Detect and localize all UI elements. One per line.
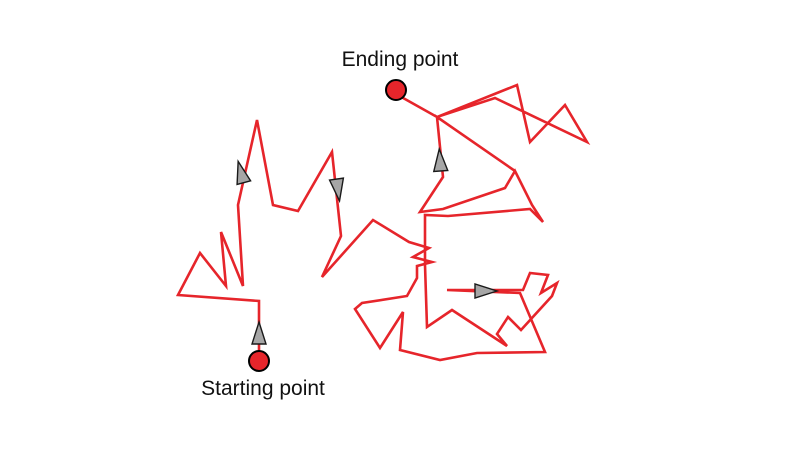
- walk-path-line: [175, 83, 591, 362]
- direction-arrow: [328, 177, 345, 204]
- direction-arrow: [474, 283, 500, 299]
- starting-point-label: Starting point: [201, 377, 325, 400]
- direction-arrow: [236, 159, 252, 186]
- start-marker: [248, 350, 270, 372]
- direction-arrow: [251, 319, 267, 345]
- ending-point-label: Ending point: [341, 48, 459, 71]
- direction-arrow: [432, 146, 449, 173]
- end-marker: [385, 79, 407, 101]
